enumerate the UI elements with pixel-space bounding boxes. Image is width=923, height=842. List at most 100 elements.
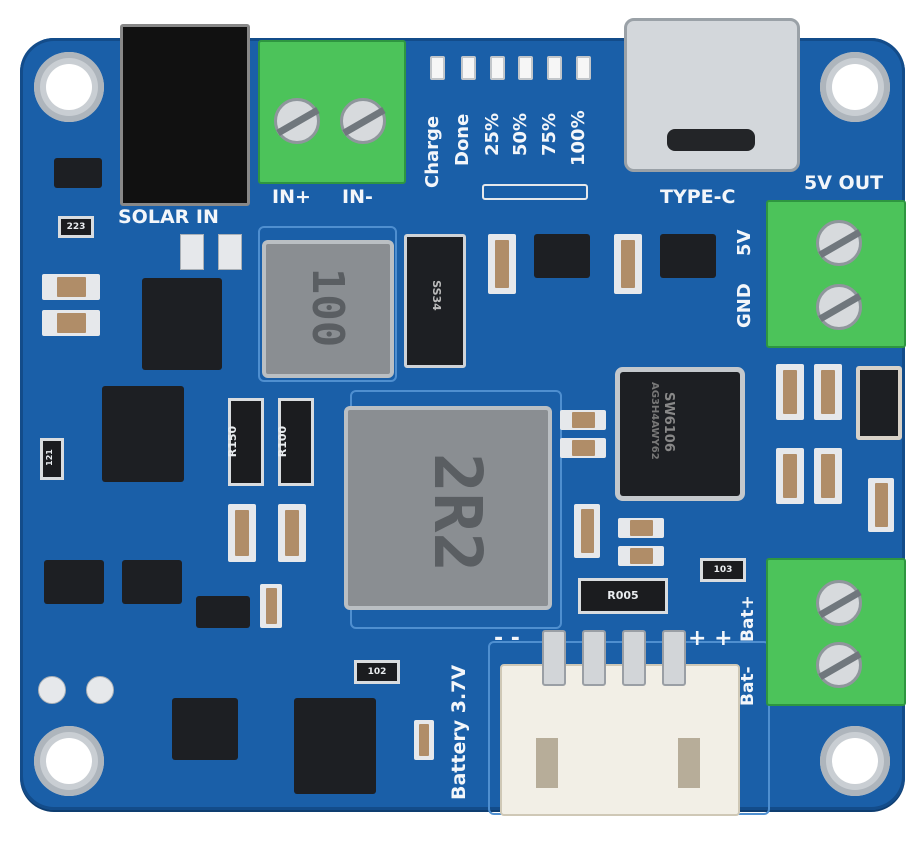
- label-in-plus: IN+: [272, 186, 311, 208]
- pad-2: [218, 234, 242, 270]
- solar-dc-jack: [120, 24, 250, 206]
- inductor-small-marking: 100: [302, 267, 354, 348]
- mounting-hole-bottom-left: [34, 726, 104, 796]
- mcu-chip: SW6106 AG3H4AWY62: [620, 372, 740, 496]
- transistor-2: [660, 234, 716, 278]
- mcu-marking-top: SW6106: [661, 392, 676, 452]
- r005-marking: R005: [607, 589, 639, 602]
- led-50: [518, 56, 533, 80]
- transistor-4: [122, 560, 182, 604]
- silkscreen-outline-small-inductor: [258, 226, 397, 382]
- label-minus-minus: - -: [494, 626, 520, 651]
- r223-marking: 223: [66, 222, 86, 232]
- diode-ss34: SS34: [404, 234, 466, 368]
- capacitor-15: [574, 504, 600, 558]
- capacitor-10: [814, 448, 842, 504]
- r103-marking: 103: [713, 565, 733, 575]
- jst-pin-2: [582, 630, 606, 686]
- solar-input-terminal: [258, 40, 406, 184]
- inductor-small: 100: [262, 240, 394, 378]
- jst-pin-1: [542, 630, 566, 686]
- jst-slot-right: [678, 738, 700, 788]
- resistor-223: 223: [58, 216, 94, 238]
- battery-terminal: [766, 558, 906, 706]
- label-bat-plus: Bat+: [738, 595, 758, 642]
- resistor-r005: R005: [578, 578, 668, 614]
- ic-soic-2: [102, 386, 184, 482]
- label-5v: 5V: [734, 229, 755, 256]
- capacitor-8: [814, 364, 842, 420]
- resistor-r100: R100: [276, 398, 314, 486]
- ic-soic-1: [142, 278, 222, 370]
- label-25: 25%: [482, 112, 503, 156]
- test-pad-2: [86, 676, 114, 704]
- transistor-5: [54, 158, 102, 188]
- resistor-r150: R150: [226, 398, 264, 486]
- resistor-103: 103: [700, 558, 746, 582]
- output-5v-terminal: [766, 200, 906, 348]
- r100-marking: R100: [276, 425, 290, 458]
- r121-marking: 121: [44, 449, 54, 466]
- screw-bat-minus: [816, 642, 862, 688]
- capacitor-17: [414, 720, 434, 760]
- label-type-c: TYPE-C: [660, 186, 736, 208]
- resistor-121: 121: [40, 438, 64, 480]
- label-gnd: GND: [734, 283, 755, 328]
- capacitor-5: [228, 504, 256, 562]
- battery-jst-connector: [500, 664, 740, 816]
- transistor-6: [196, 596, 250, 628]
- capacitor-18: [868, 478, 894, 532]
- label-bat-minus: Bat-: [738, 666, 758, 706]
- capacitor-2: [614, 234, 642, 294]
- transistor-1: [534, 234, 590, 278]
- diode-marking: SS34: [429, 280, 443, 311]
- screw-bat-plus: [816, 580, 862, 626]
- ic-soic-3: [294, 698, 376, 794]
- label-5v-out: 5V OUT: [804, 172, 884, 194]
- label-50: 50%: [510, 112, 531, 156]
- capacitor-16: [260, 584, 282, 628]
- label-charge: Charge: [422, 115, 443, 188]
- capacitor-13: [618, 518, 664, 538]
- label-done: Done: [452, 113, 473, 166]
- screw-in-plus: [274, 98, 320, 144]
- capacitor-6: [278, 504, 306, 562]
- jst-pin-3: [622, 630, 646, 686]
- inductor-large: 2R2: [344, 406, 552, 610]
- r150-marking: R150: [226, 425, 240, 458]
- capacitor-12: [560, 438, 606, 458]
- usb-c-opening: [667, 129, 755, 151]
- label-100: 100%: [568, 110, 589, 166]
- pad-1: [180, 234, 204, 270]
- led-100: [576, 56, 591, 80]
- transistor-3: [44, 560, 104, 604]
- capacitor-14: [618, 546, 664, 566]
- screw-in-minus: [340, 98, 386, 144]
- label-75: 75%: [539, 112, 560, 156]
- capacitor-9: [776, 448, 804, 504]
- resistor-102: 102: [354, 660, 400, 684]
- label-solar-in: SOLAR IN: [118, 206, 219, 228]
- capacitor-11: [560, 410, 606, 430]
- test-pad-1: [38, 676, 66, 704]
- mounting-hole-top-right: [820, 52, 890, 122]
- capacitor-7: [776, 364, 804, 420]
- led-25: [490, 56, 505, 80]
- label-battery: Battery 3.7V: [448, 664, 470, 800]
- jst-slot-left: [536, 738, 558, 788]
- label-in-minus: IN-: [342, 186, 373, 208]
- r102-marking: 102: [367, 667, 387, 677]
- inductor-large-marking: 2R2: [419, 452, 497, 573]
- screw-gnd: [816, 284, 862, 330]
- capacitor-dark: [856, 366, 902, 440]
- mounting-hole-top-left: [34, 52, 104, 122]
- jst-pin-4: [662, 630, 686, 686]
- capacitor-4: [42, 310, 100, 336]
- led-charge: [430, 56, 445, 80]
- mcu-marking-bottom: AG3H4AWY62: [649, 382, 660, 460]
- capacitor-3: [42, 274, 100, 300]
- label-plus-plus: + +: [688, 626, 733, 651]
- capacitor-1: [488, 234, 516, 294]
- screw-5v: [816, 220, 862, 266]
- pcb-board: SOLAR IN IN+ IN- Charge Done 25% 50% 75%…: [20, 18, 906, 816]
